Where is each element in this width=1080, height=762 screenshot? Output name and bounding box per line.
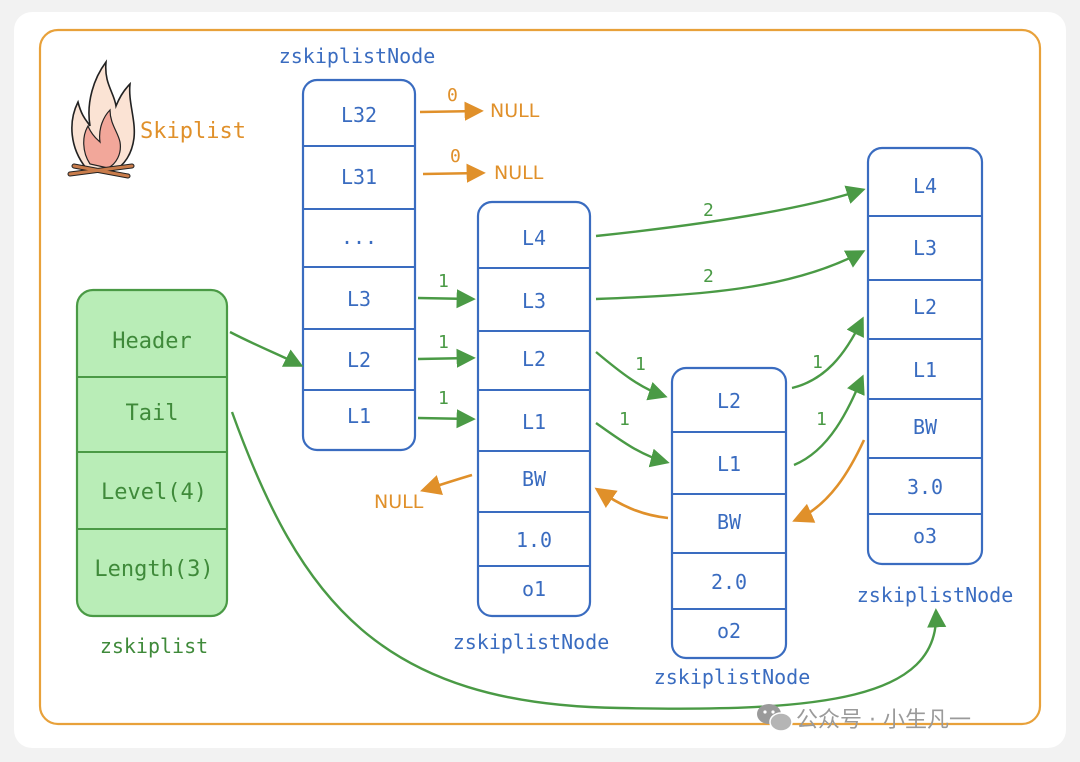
span-header-L31: 0 [450, 146, 461, 167]
pointer-header-L1 [417, 409, 476, 429]
node1-score: 1.0 [516, 528, 552, 552]
node-2: L2 L1 BW 2.0 o2 [670, 366, 788, 660]
backward-n2 [594, 487, 669, 520]
header-level-L3: L3 [347, 287, 371, 311]
node1-level-L1: L1 [522, 410, 546, 434]
pointer-header [229, 330, 304, 367]
backward-n1 [420, 473, 473, 495]
header-level-L31: L31 [341, 165, 377, 189]
pointer-n1-L1 [595, 422, 670, 468]
node3-level-L1: L1 [913, 358, 937, 382]
pointer-header-L3 [417, 289, 476, 309]
campfire-icon [67, 59, 136, 179]
span-n1-L2: 1 [635, 354, 646, 375]
node3-level-L4: L4 [913, 174, 937, 198]
node2-level-L2: L2 [717, 389, 741, 413]
header-level-L1: L1 [347, 404, 371, 428]
span-header-L2: 1 [438, 332, 449, 353]
node2-backward: BW [717, 510, 742, 534]
span-n1-L1: 1 [619, 409, 630, 430]
wechat-icon [757, 704, 793, 732]
backward-pointers [420, 439, 866, 523]
zskiplist-label: zskiplist [100, 634, 208, 658]
node3-obj: o3 [913, 524, 937, 548]
diagram-frame [38, 28, 1042, 726]
node3-level-L3: L3 [913, 236, 937, 260]
node1-obj: o1 [522, 577, 546, 601]
pointer-n1-L3 [595, 250, 866, 301]
zskiplist-field-level: Level(4) [101, 480, 207, 505]
node3-label: zskiplistNode [857, 583, 1014, 607]
node-1: L4 L3 L2 L1 BW 1.0 o1 [476, 200, 592, 618]
header-level-L2: L2 [347, 348, 371, 372]
span-header-L32: 0 [447, 85, 458, 106]
backward-n3 [792, 439, 866, 523]
pointer-n2-L2 [791, 316, 864, 390]
span-n1-L4: 2 [703, 200, 714, 221]
pointer-header-L2 [417, 348, 476, 368]
null-label-L31: NULL [494, 162, 544, 184]
diagram-title: Skiplist [140, 119, 246, 144]
pointer-n1-L2 [595, 351, 668, 401]
watermark: 公众号 · 小生凡一 [757, 704, 971, 733]
node2-level-L1: L1 [717, 452, 741, 476]
zskiplist-field-length: Length(3) [94, 557, 213, 582]
header-node: L32 L31 ... L3 L2 L1 [301, 78, 417, 452]
zskiplist-field-header: Header [112, 329, 191, 354]
forward-pointers [229, 185, 947, 710]
span-n1-L3: 2 [703, 266, 714, 287]
node1-label: zskiplistNode [453, 630, 610, 654]
node3-level-L2: L2 [913, 295, 937, 319]
node3-backward: BW [913, 415, 938, 439]
null-label-backward: NULL [374, 491, 424, 513]
span-header-L1: 1 [438, 388, 449, 409]
node1-backward: BW [522, 467, 547, 491]
header-node-label: zskiplistNode [279, 44, 436, 68]
span-n2-L2: 1 [812, 352, 823, 373]
pointer-n1-L4 [595, 185, 866, 238]
node3-score: 3.0 [907, 475, 943, 499]
header-null-pointers: 0 NULL 0 NULL [419, 85, 544, 184]
pointer-n2-L1 [793, 374, 865, 467]
header-level-L32: L32 [341, 103, 377, 127]
span-n2-L1: 1 [816, 409, 827, 430]
pointer-tail [230, 411, 947, 710]
node2-label: zskiplistNode [654, 665, 811, 689]
watermark-text: 公众号 · 小生凡一 [796, 708, 971, 733]
node-3: L4 L3 L2 L1 BW 3.0 o3 [866, 146, 984, 566]
null-label-L32: NULL [490, 100, 540, 122]
node1-level-L2: L2 [522, 347, 546, 371]
zskiplist-field-tail: Tail [126, 401, 179, 426]
node1-level-L3: L3 [522, 289, 546, 313]
zskiplist-struct: Header Tail Level(4) Length(3) [75, 288, 229, 618]
node2-score: 2.0 [711, 570, 747, 594]
node2-obj: o2 [717, 619, 741, 643]
span-header-L3: 1 [438, 271, 449, 292]
node1-level-L4: L4 [522, 226, 546, 250]
header-level-ellipsis: ... [341, 225, 377, 249]
